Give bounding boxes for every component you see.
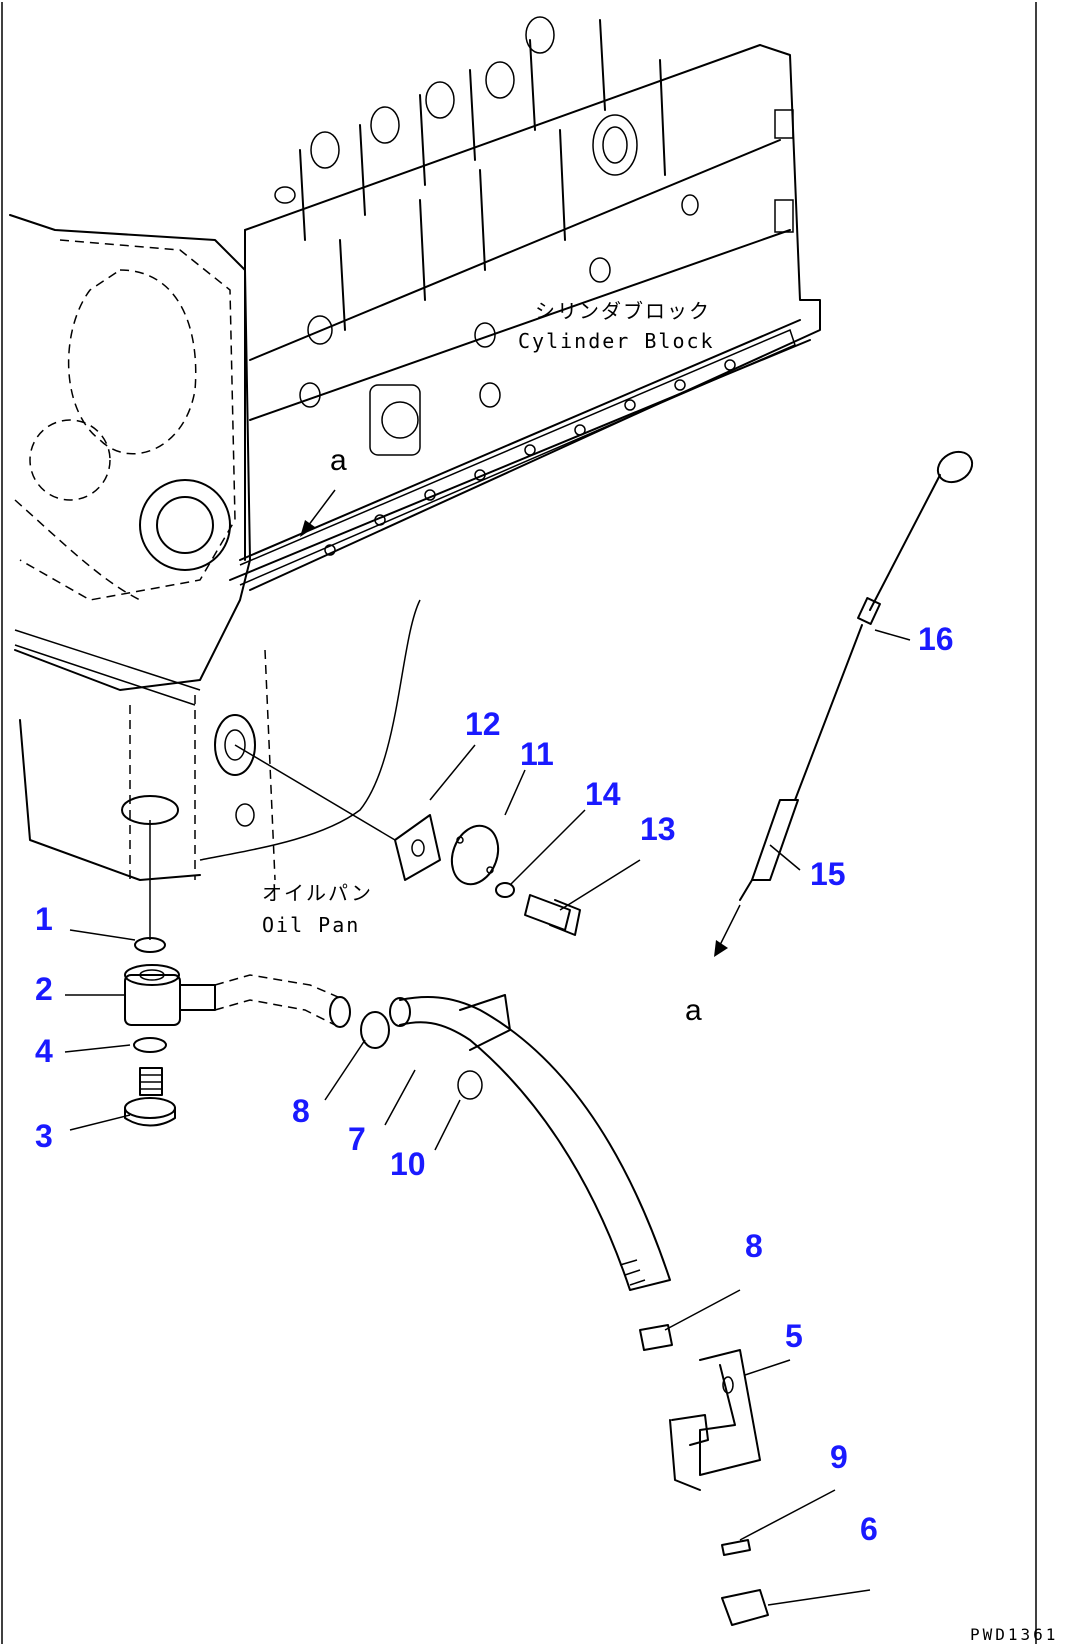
callout-2: 2 <box>35 971 53 1007</box>
callout-12: 12 <box>465 706 501 742</box>
callout-8-lower: 8 <box>745 1228 763 1264</box>
callout-8-upper: 8 <box>292 1093 310 1129</box>
callout-14: 14 <box>585 776 621 812</box>
callout-leaders <box>64 629 911 1606</box>
reference-arrow-a <box>300 489 336 537</box>
callout-6: 6 <box>860 1511 878 1547</box>
callout-1: 1 <box>35 901 53 937</box>
drawing-code: PWD1361 <box>970 1625 1058 1644</box>
dipstick <box>714 450 974 957</box>
callout-3: 3 <box>35 1118 53 1154</box>
cylinder-block-label-jp: シリンダブロック <box>535 299 711 323</box>
callout-9: 9 <box>830 1439 848 1475</box>
drain-assembly <box>124 820 351 1127</box>
callout-7: 7 <box>348 1121 366 1157</box>
callout-5: 5 <box>785 1318 803 1354</box>
callout-13: 13 <box>640 811 676 847</box>
oil-pan-label-jp: オイルパン <box>262 881 373 905</box>
hole-cover-parts <box>234 744 581 936</box>
cylinder-block-label-en: Cylinder Block <box>518 329 715 353</box>
callout-16: 16 <box>918 621 954 657</box>
oil-pan <box>19 599 421 881</box>
callout-10: 10 <box>390 1146 426 1182</box>
reference-label-a-bottom: a <box>685 994 702 1027</box>
reference-label-a-top: a <box>330 444 347 477</box>
cylinder-block <box>9 16 821 706</box>
callout-11: 11 <box>520 736 554 772</box>
oil-pan-label-en: Oil Pan <box>262 913 360 937</box>
gauge-guide-tube <box>360 994 769 1626</box>
callout-15: 15 <box>810 856 846 892</box>
callout-4: 4 <box>35 1033 53 1069</box>
